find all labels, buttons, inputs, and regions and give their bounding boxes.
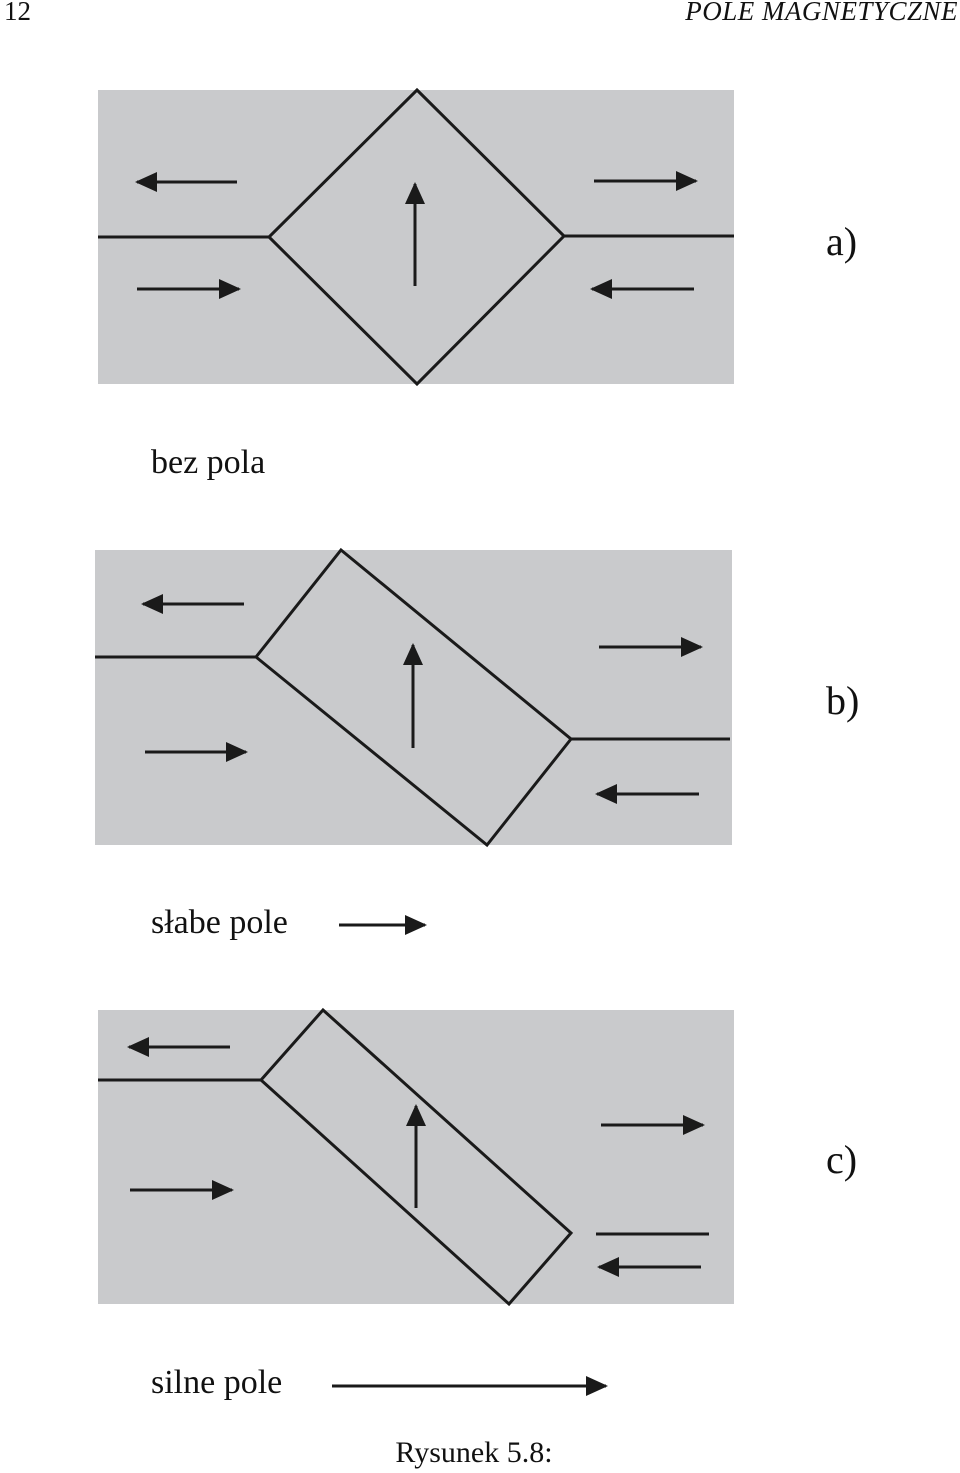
panel-a-diagram [98,87,734,387]
running-title: POLE MAGNETYCZNE [685,0,958,26]
panel-a-label: a) [826,219,858,264]
panel-c-central-domain [258,1007,574,1307]
panel-b-label: b) [826,678,860,723]
panel-a-caption: bez pola [151,444,266,481]
panel-a-central-domain [266,87,567,387]
panel-c-caption: silne pole [151,1364,283,1401]
panel-b-diagram [95,547,732,848]
panel-c-label: c) [826,1137,858,1182]
panel-c-diagram [98,1007,734,1307]
figure-caption: Rysunek 5.8: [395,1436,553,1469]
panel-b-central-domain [253,547,574,848]
panel-b-caption: słabe pole [151,904,288,941]
page-number: 12 [4,0,31,26]
